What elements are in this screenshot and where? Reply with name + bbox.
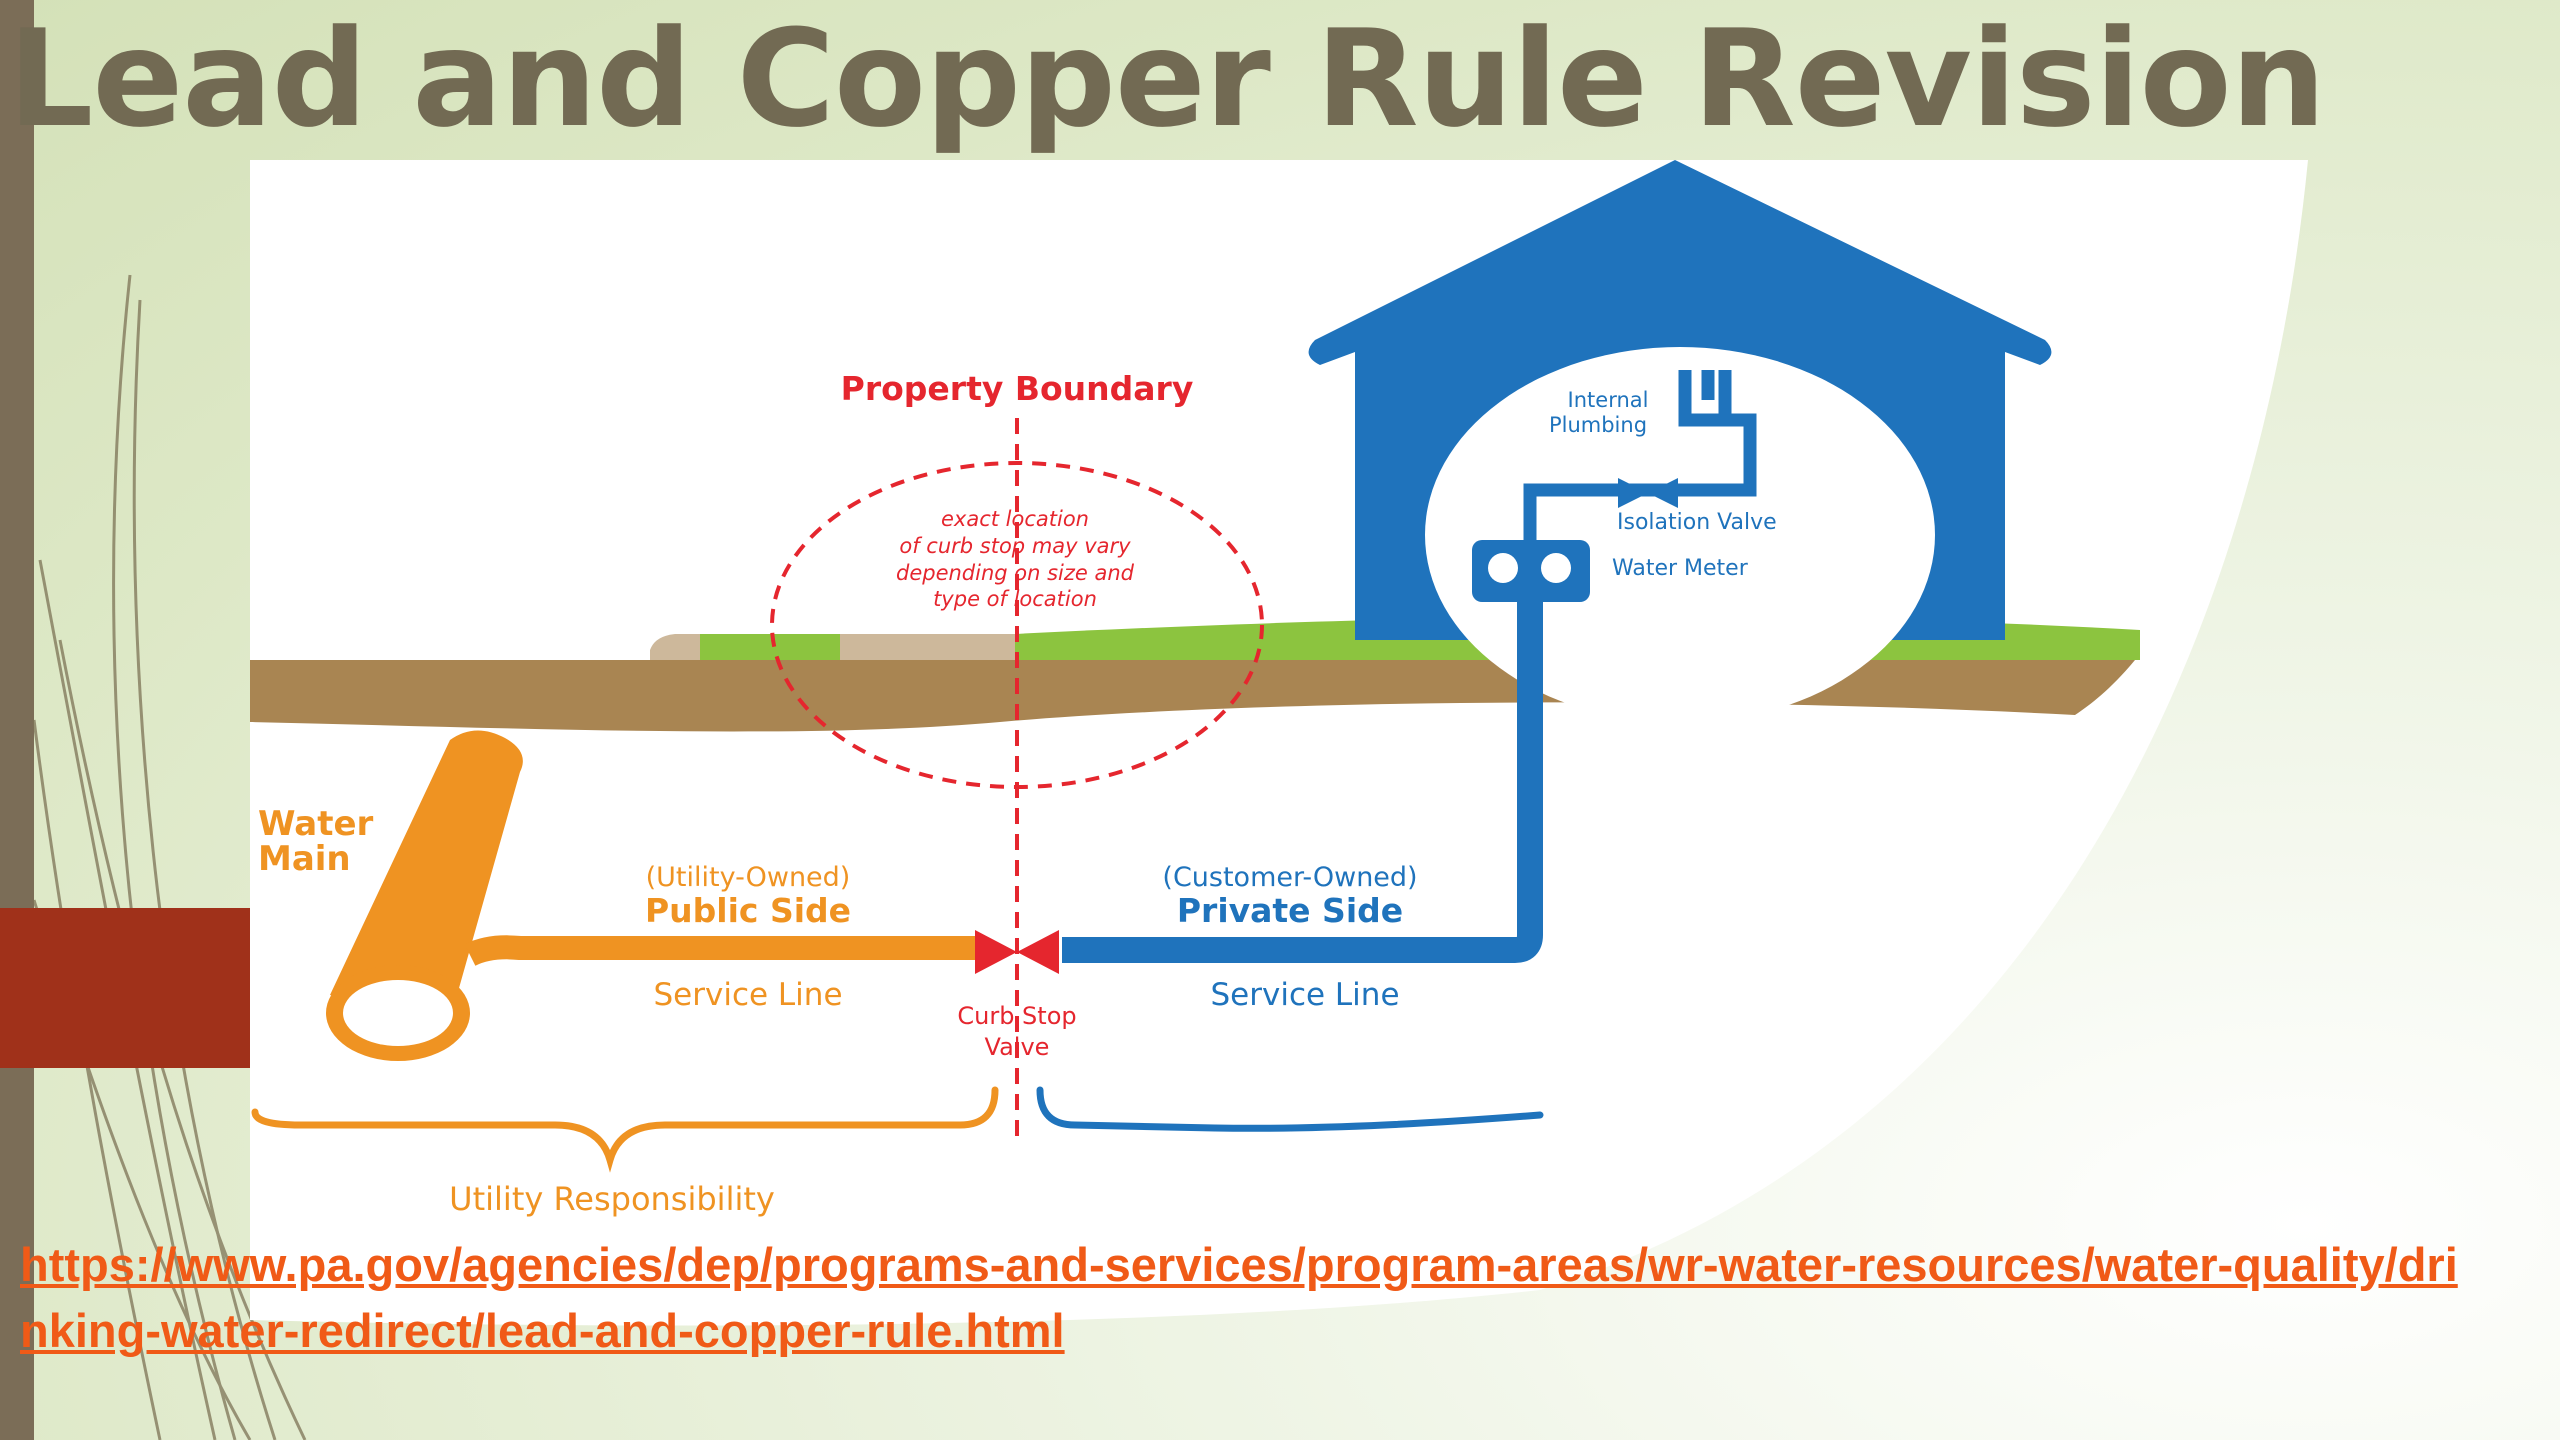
slide-title: Lead and Copper Rule Revision [8,1,2326,157]
grass-near [700,634,840,660]
water-main-pipe [330,730,523,1020]
internal-plumbing-label-1: Internal [1568,388,1649,412]
public-side-label: Public Side [645,891,851,930]
customer-responsibility-brace [1036,1086,1544,1132]
public-service-line-pipe [464,935,985,966]
water-main-label-1: Water [258,804,374,844]
private-side-label: Private Side [1177,891,1403,930]
left-accent-bar [0,0,34,1440]
curb-stop-location-circle [770,461,1264,789]
curb-note-line-2: of curb stop may vary [899,534,1131,558]
curb-note-line-4: type of location [933,587,1097,611]
curb-stop-valve-icon [975,930,1059,974]
curb-note-line-1: exact location [941,507,1089,531]
curb-stop-label-2: Valve [985,1033,1050,1061]
property-boundary-label: Property Boundary [841,369,1194,408]
internal-plumbing-pipes [1523,370,1757,540]
water-meter-label: Water Meter [1612,556,1749,581]
curb-stop-label-1: Curb Stop [957,1002,1076,1030]
water-main-label-2: Main [258,839,351,879]
curb-note-line-3: depending on size and [896,561,1135,585]
water-meter-dial-right [1541,553,1571,583]
public-owner-label: (Utility-Owned) [646,862,851,893]
private-service-line-label: Service Line [1210,977,1399,1013]
isolation-valve-icon [1618,478,1678,508]
internal-plumbing-label-2: Plumbing [1549,413,1647,437]
water-main-opening-inner [343,980,453,1046]
house-window [1425,347,1935,723]
source-link[interactable]: https://www.pa.gov/agencies/dep/programs… [20,1238,2458,1357]
public-service-line-label: Service Line [653,977,842,1013]
isolation-valve-label: Isolation Valve [1617,510,1777,535]
private-owner-label: (Customer-Owned) [1162,862,1417,893]
private-service-line-pipe [1062,602,1543,963]
utility-responsibility-brace [251,1086,999,1173]
red-accent-block [0,908,250,1068]
sidewalk [840,634,1015,660]
water-meter-dial-left [1488,553,1518,583]
utility-responsibility-label: Utility Responsibility [449,1180,775,1218]
